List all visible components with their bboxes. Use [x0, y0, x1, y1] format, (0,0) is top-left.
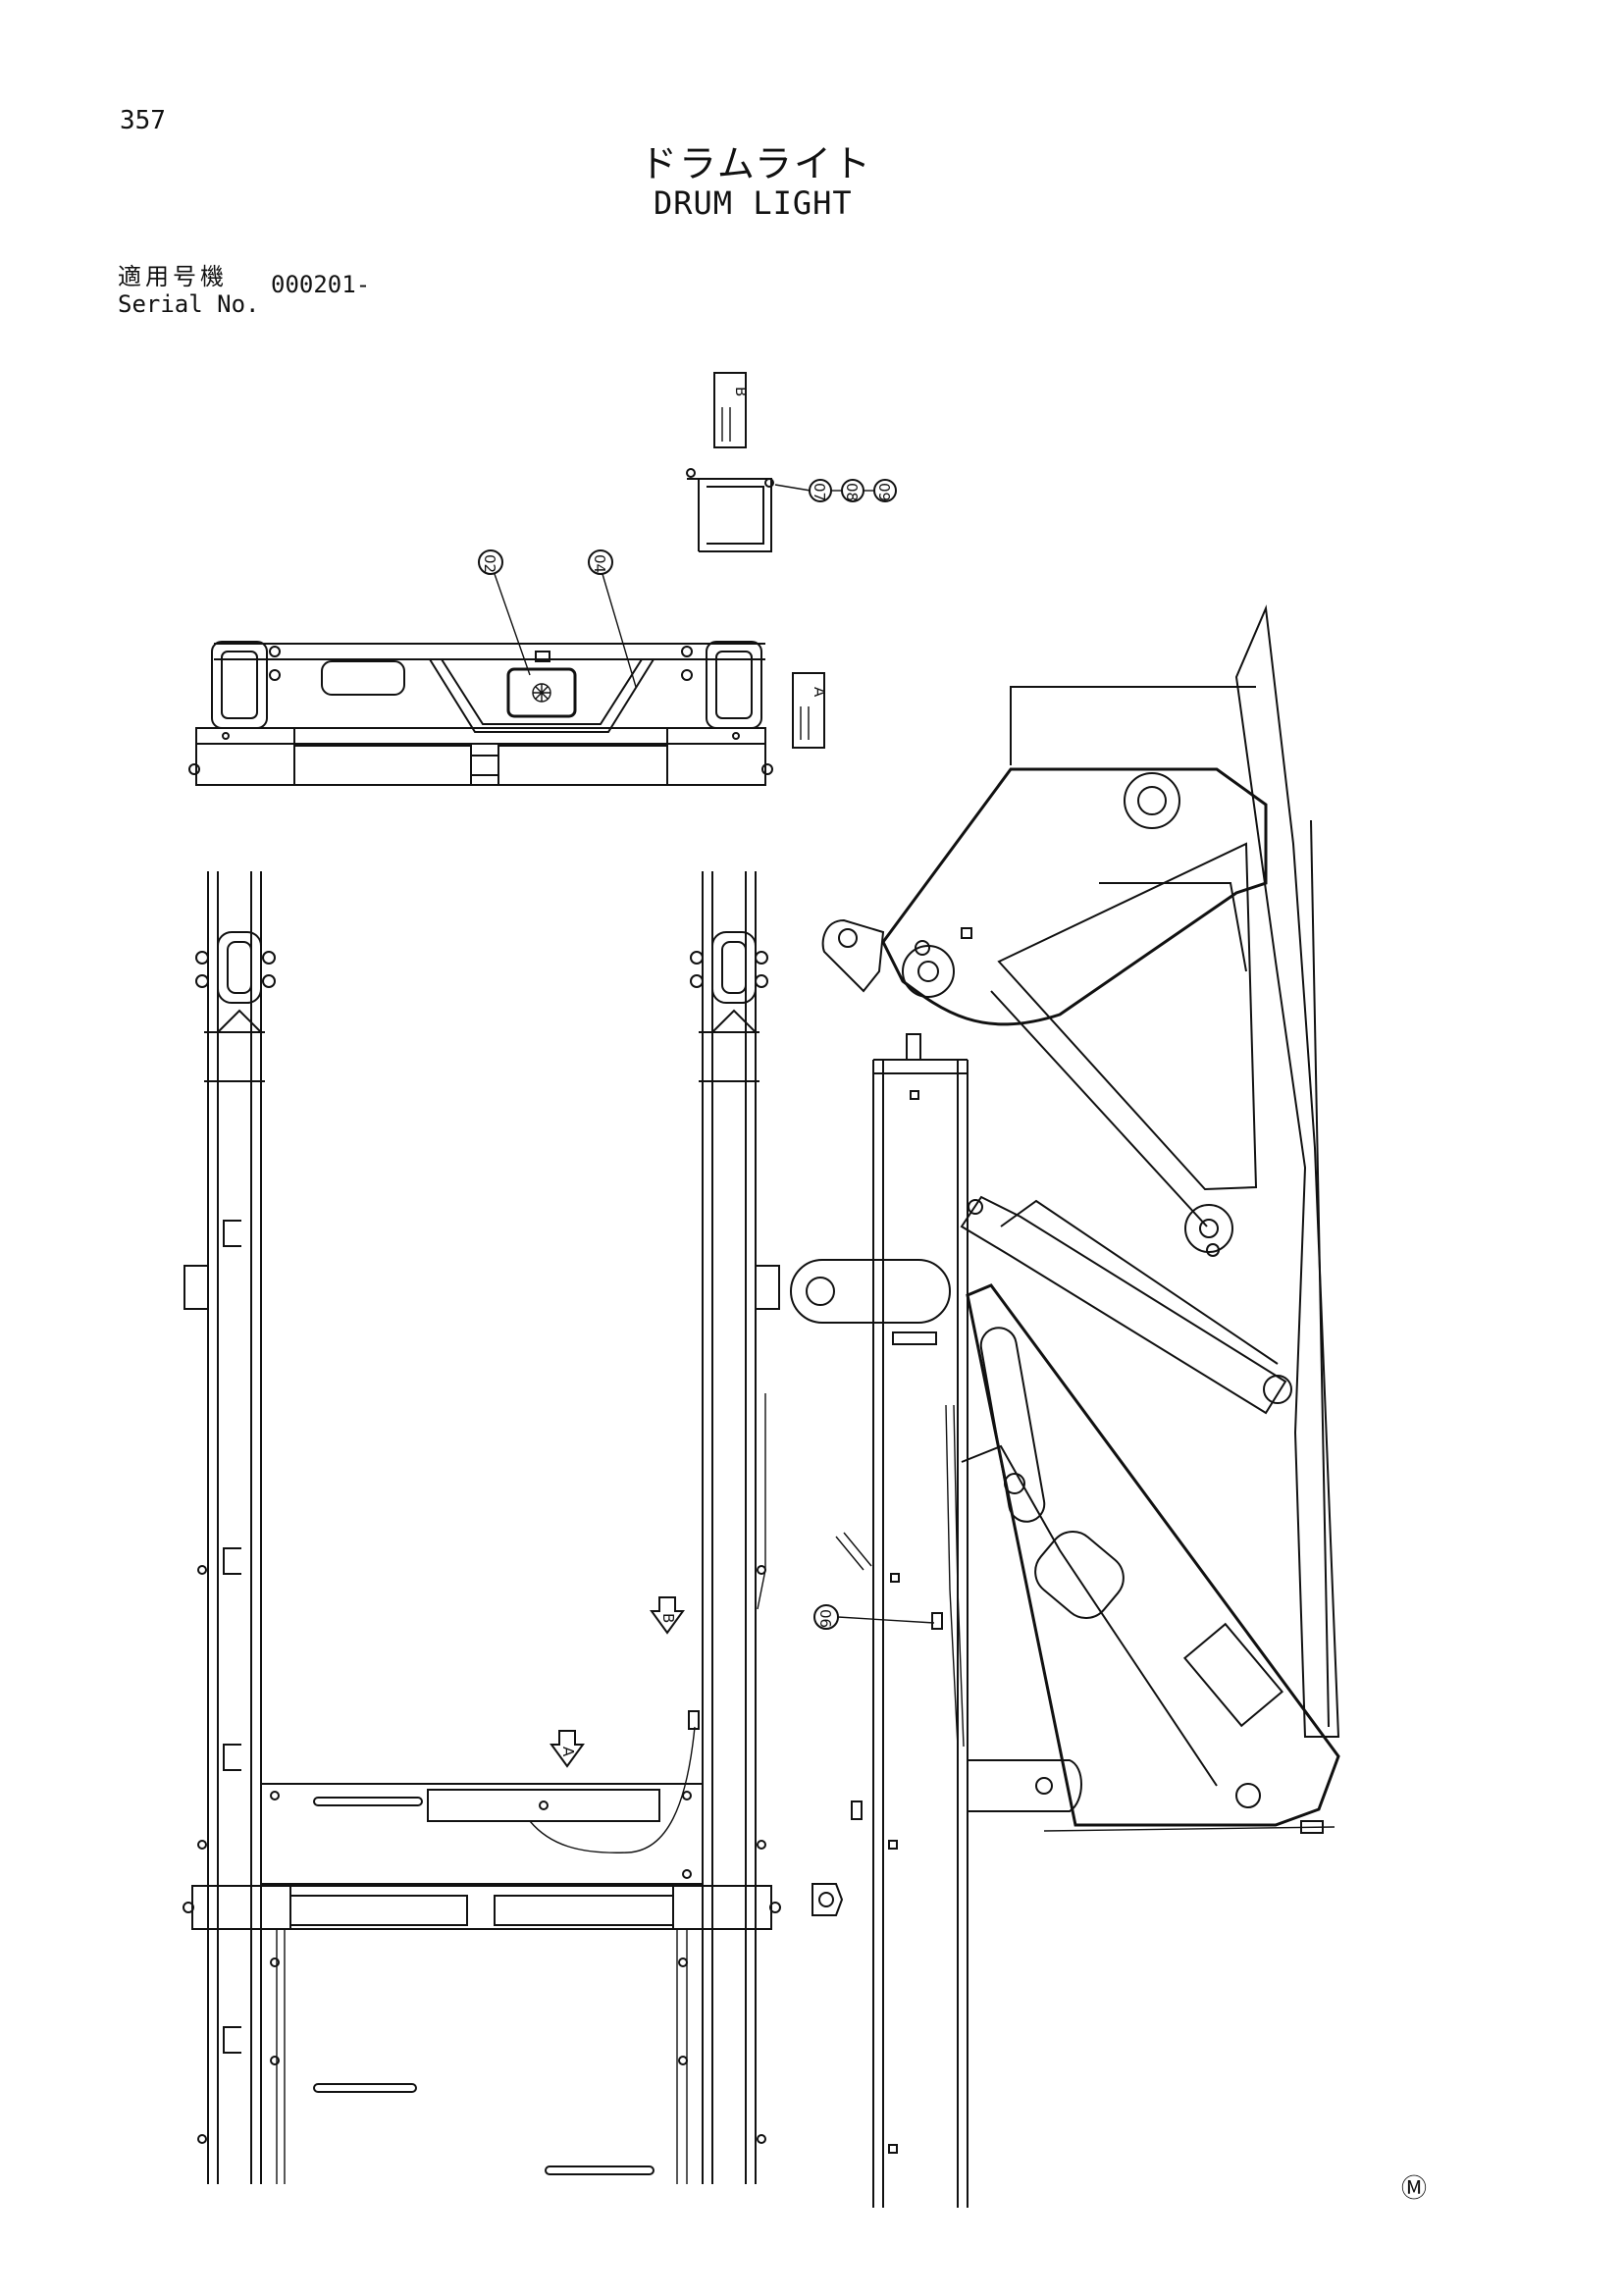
- drum-lamp: [508, 669, 575, 716]
- hydraulic-cylinder-upper: [962, 1197, 1285, 1413]
- manufacturer-mark: Ⓜ: [1401, 2174, 1428, 2204]
- svg-text:06: 06: [816, 1609, 834, 1628]
- view-a-letter: A: [811, 687, 828, 698]
- outer-boom-body: [1236, 608, 1338, 1737]
- light-bracket-view-b: [699, 479, 771, 551]
- view-a-elevation: 02 04: [189, 550, 772, 785]
- view-b-arrow: B: [652, 1597, 683, 1633]
- view-a-label: A: [793, 673, 828, 748]
- svg-text:07: 07: [811, 483, 828, 501]
- svg-text:04: 04: [591, 554, 608, 573]
- lamp-guard: [430, 659, 654, 732]
- upper-link-plate: [883, 769, 1266, 1024]
- svg-text:02: 02: [481, 554, 498, 573]
- svg-text:08: 08: [843, 483, 861, 501]
- end-frame-left: [212, 642, 267, 728]
- svg-text:09: 09: [875, 483, 893, 501]
- hydraulic-cylinder-lower: [1025, 1522, 1132, 1628]
- view-b-letter: B: [732, 387, 750, 396]
- end-frame-right: [707, 642, 761, 728]
- view-b-detail: B 07 08 09: [687, 373, 896, 551]
- boom-plan-view: B A: [183, 871, 780, 2184]
- serial-label-japanese: 適用号機: [118, 263, 228, 290]
- side-lug: [791, 1260, 950, 1323]
- boom-side-view: 06: [791, 608, 1338, 2208]
- view-a-label-box: [793, 673, 824, 748]
- lower-link-plate: [968, 1285, 1338, 1825]
- svg-text:B: B: [659, 1613, 677, 1623]
- callout-02: 02: [479, 550, 502, 574]
- callout-09: 09: [874, 480, 896, 501]
- sheave-left: [218, 932, 261, 1003]
- page-title-english: DRUM LIGHT: [654, 184, 853, 222]
- serial-number-value: 000201-: [271, 271, 371, 298]
- serial-label-english: Serial No.: [118, 290, 260, 318]
- sheave-right: [712, 932, 756, 1003]
- callout-06: 06: [814, 1605, 838, 1629]
- callout-04: 04: [589, 550, 612, 574]
- callout-08: 08: [842, 480, 864, 501]
- view-a-arrow: A: [551, 1731, 583, 1766]
- drum-light-assembly: [428, 1790, 659, 1821]
- page-number: 357: [120, 106, 166, 135]
- view-b-label-box: [714, 373, 746, 447]
- svg-text:A: A: [559, 1747, 577, 1757]
- callout-07: 07: [810, 480, 831, 501]
- page-title-japanese: ドラムライト: [640, 142, 872, 185]
